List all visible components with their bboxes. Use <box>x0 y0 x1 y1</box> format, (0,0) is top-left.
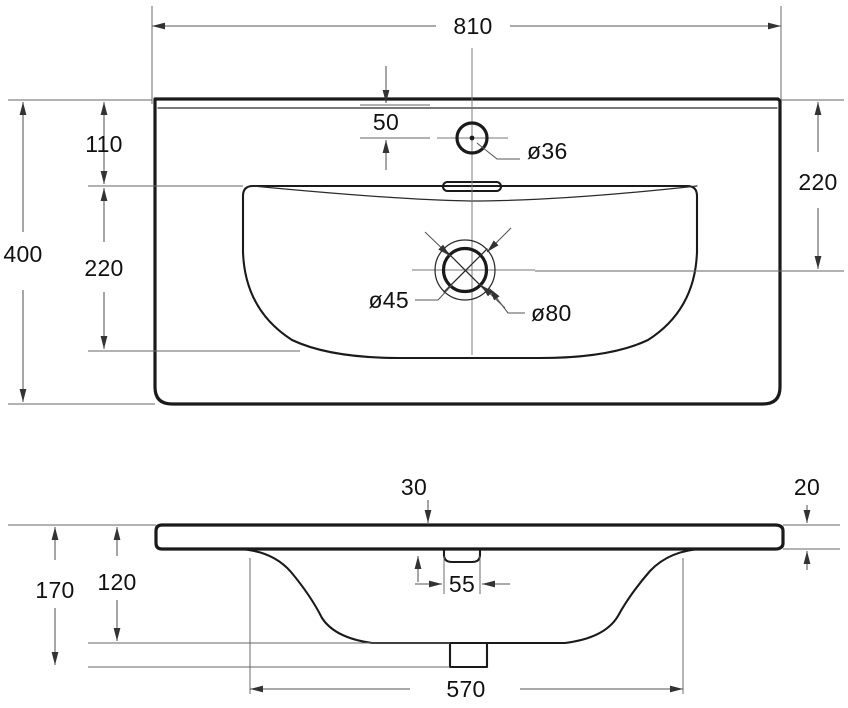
leader-line-waste-inner <box>415 284 453 301</box>
basin-outline-plan <box>153 97 782 406</box>
dim-label-bowl-depth-section: 120 <box>97 569 136 595</box>
dim-label-overflow-width: 55 <box>449 571 475 597</box>
plan-view-group: 810 ø36 50 ø4 <box>3 6 844 406</box>
dim-label-top-thickness: 30 <box>401 474 427 500</box>
tap-hole-circle <box>455 121 489 155</box>
bowl-outline-plan <box>241 184 699 360</box>
arrow-waste-outer-upper-right <box>486 227 512 253</box>
callout-tap-hole-diameter: ø36 <box>527 138 568 164</box>
dim-label-overall-width: 810 <box>453 13 492 39</box>
waste-cross-line-2 <box>443 248 488 293</box>
waste-inner-circle <box>441 246 489 294</box>
section-view-group: 170 120 30 20 55 570 <box>8 474 840 702</box>
dim-label-bowl-width: 570 <box>446 676 485 702</box>
dim-label-bowl-depth-plan: 220 <box>84 255 123 281</box>
dim-label-overall-depth: 400 <box>3 241 42 267</box>
dim-label-back-to-bowl: 110 <box>85 131 123 157</box>
bowl-profile-section <box>235 547 705 645</box>
leader-line-tap-hole <box>476 142 520 160</box>
tap-hole-center-dot <box>469 135 475 141</box>
callout-waste-outer-diameter: ø80 <box>531 300 572 326</box>
dim-label-edge-thickness: 20 <box>794 474 820 500</box>
callout-waste-inner-diameter: ø45 <box>368 287 409 313</box>
dim-label-tap-hole-offset: 50 <box>373 109 399 135</box>
dim-label-overall-height: 170 <box>35 577 74 603</box>
dim-label-right-depth: 220 <box>798 169 837 195</box>
waste-outlet-section <box>448 641 489 669</box>
bowl-rim-curve-plan <box>252 185 698 202</box>
waste-outer-circle <box>434 239 496 301</box>
countertop-slab-section <box>154 523 785 551</box>
leader-line-waste-outer <box>488 287 525 314</box>
arrow-waste-inner-upper-left <box>424 231 451 257</box>
